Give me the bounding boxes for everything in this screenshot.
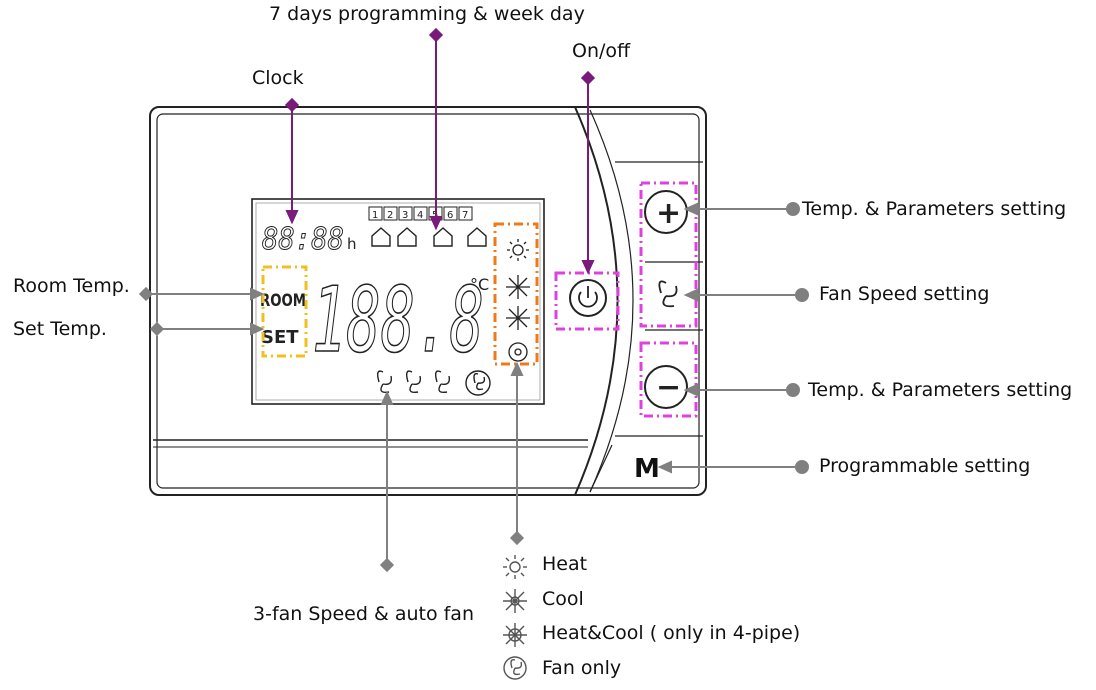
- legend-heat-label: Heat: [542, 553, 588, 575]
- fan-only-icon: [503, 656, 527, 680]
- label-programming: 7 days programming & week day: [269, 3, 585, 25]
- label-temp-plus: Temp. & Parameters setting: [802, 198, 1067, 220]
- weekday-2: 2: [387, 210, 393, 221]
- lcd-clock-unit: h: [347, 235, 357, 253]
- legend-cool-label: Cool: [542, 588, 584, 610]
- lcd-clock: 88:88: [262, 222, 344, 257]
- cool-icon: [503, 589, 527, 613]
- power-highlight: [554, 271, 620, 331]
- minus-button[interactable]: [644, 365, 688, 409]
- power-button[interactable]: [569, 279, 607, 317]
- heat-icon: [503, 555, 527, 579]
- label-onoff: On/off: [572, 40, 631, 62]
- label-fan-speeds: 3-fan Speed & auto fan: [253, 603, 474, 625]
- weekday-7: 7: [462, 210, 468, 221]
- label-temp-minus: Temp. & Parameters setting: [808, 379, 1073, 401]
- label-set-temp: Set Temp.: [13, 318, 107, 340]
- label-programmable: Programmable setting: [819, 455, 1031, 477]
- weekday-1: 1: [372, 210, 378, 221]
- label-room-temp: Room Temp.: [13, 275, 130, 297]
- buttons-highlight-bottom: [639, 341, 698, 418]
- heat-cool-icon: [503, 623, 527, 647]
- callouts-gray: [138, 202, 809, 573]
- room-set-highlight: [261, 265, 308, 358]
- label-fan-speed: Fan Speed setting: [819, 283, 990, 305]
- lcd-unit: °C: [470, 275, 489, 294]
- program-house-icons: [371, 227, 487, 247]
- callouts-purple: [284, 27, 596, 275]
- legend-heat-cool-label: Heat&Cool ( only in 4-pipe): [542, 622, 801, 644]
- mode-button[interactable]: M: [634, 454, 660, 484]
- lcd-room-label: ROOM: [260, 291, 306, 311]
- legend-icons: [503, 555, 527, 680]
- weekday-4: 4: [417, 210, 423, 221]
- plus-button[interactable]: [644, 190, 688, 234]
- weekday-3: 3: [402, 210, 408, 221]
- lcd-fan-icons: [376, 370, 491, 396]
- weekday-boxes: [368, 206, 473, 221]
- weekday-6: 6: [447, 210, 453, 221]
- minus-button-label: −: [656, 370, 681, 405]
- label-clock: Clock: [252, 67, 304, 89]
- buttons-highlight-top: [639, 181, 698, 328]
- fan-speed-button[interactable]: [658, 280, 678, 308]
- lcd-screen: [251, 198, 545, 405]
- lcd-set-label: SET: [261, 327, 299, 348]
- legend-fan-only-label: Fan only: [542, 657, 622, 679]
- plus-button-label: +: [656, 196, 681, 231]
- lcd-temperature: 188.8: [312, 268, 484, 373]
- lcd-mode-icons: [506, 239, 530, 362]
